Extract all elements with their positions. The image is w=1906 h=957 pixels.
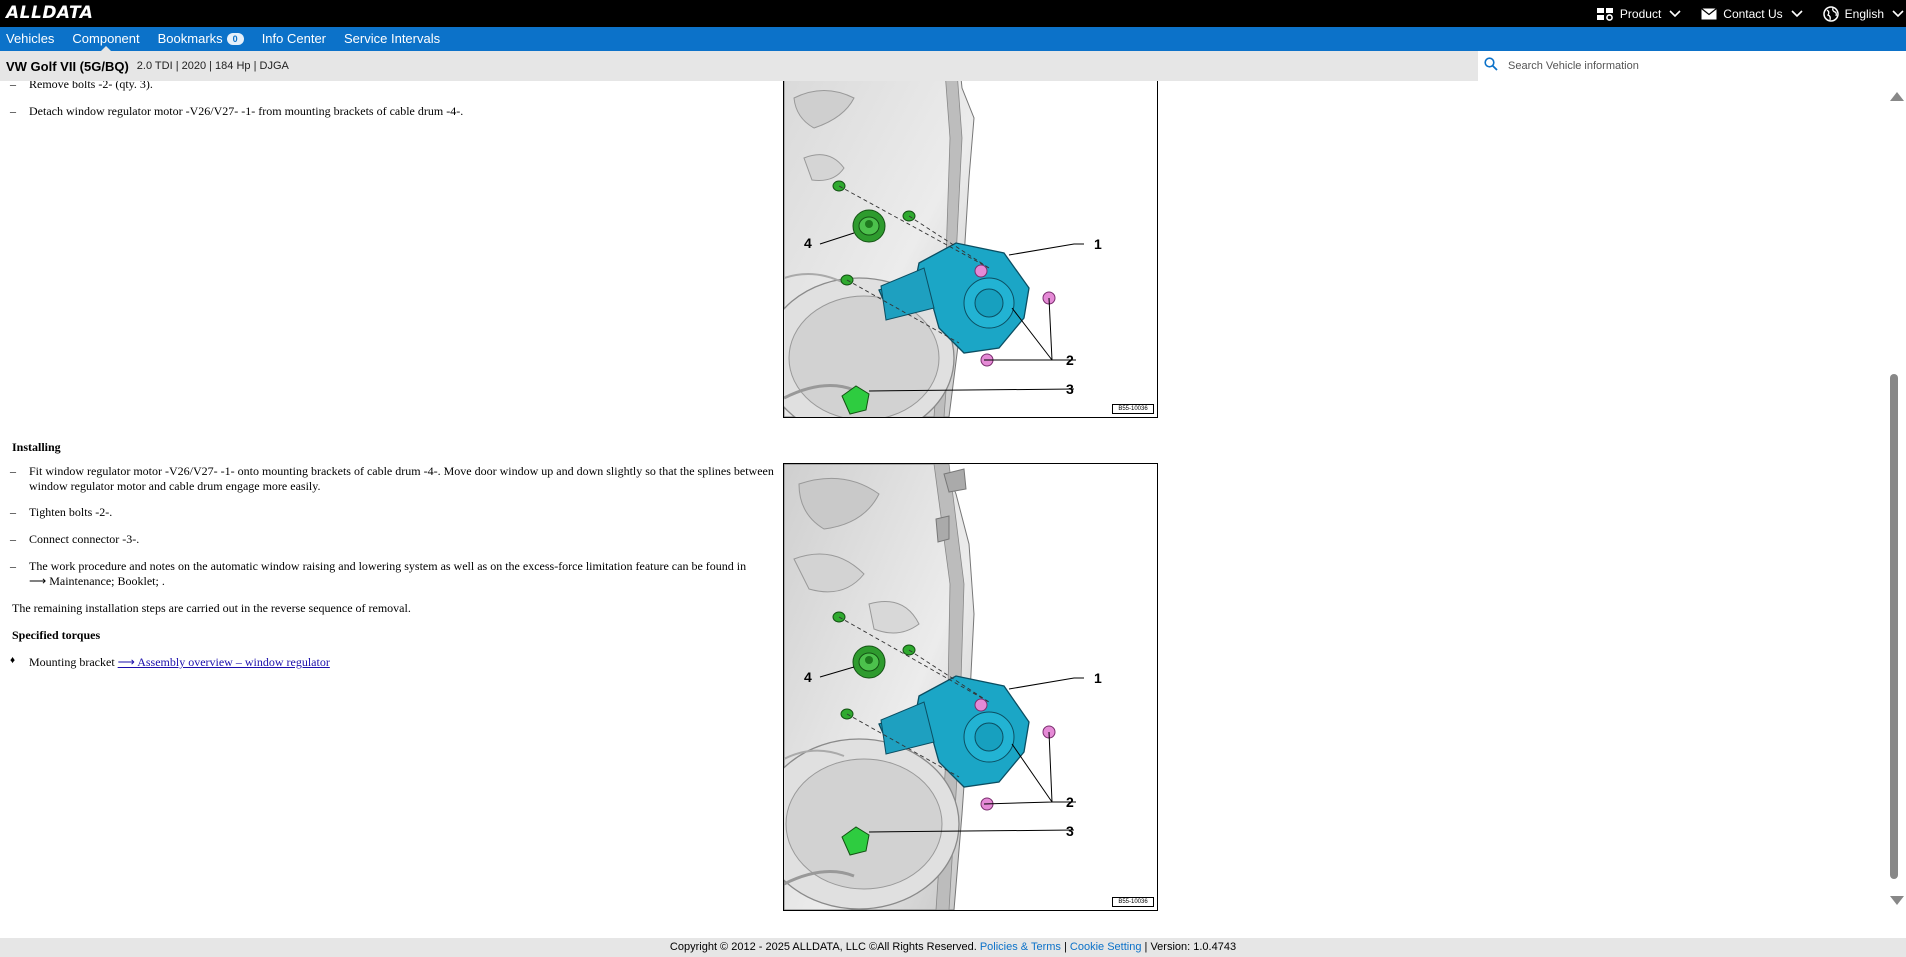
figure-code: B55-10036	[1112, 897, 1154, 907]
door-illustration: 1 2 3 4	[784, 464, 1102, 910]
installing-heading: Installing	[12, 440, 61, 454]
search-input[interactable]	[1506, 59, 1890, 73]
callout-1: 1	[1094, 236, 1102, 252]
nav-info-center[interactable]: Info Center	[261, 31, 327, 46]
version-text: Version: 1.0.4743	[1150, 941, 1237, 953]
mail-icon	[1701, 7, 1718, 20]
footer: Copyright © 2012 - 2025 ALLDATA, LLC ©Al…	[0, 938, 1906, 957]
callout-4: 4	[804, 235, 812, 251]
policies-terms-link[interactable]: Policies & Terms	[979, 941, 1061, 953]
globe-icon	[1822, 5, 1839, 22]
nav-vehicles[interactable]: Vehicles	[6, 31, 55, 46]
figure-window-regulator-installing: 1 2 3 4	[783, 463, 1158, 911]
vehicle-name[interactable]: VW Golf VII (5G/BQ)	[6, 58, 129, 74]
nav-service-intervals[interactable]: Service Intervals	[344, 31, 441, 46]
list-item: Fit window regulator motor -V26/V27- -1-…	[29, 464, 774, 493]
callout-2: 2	[1066, 352, 1074, 368]
callout-4: 4	[804, 669, 812, 685]
scroll-down-arrow-icon[interactable]	[1890, 896, 1904, 905]
search-icon[interactable]	[1478, 56, 1498, 76]
language-label: English	[1844, 6, 1884, 21]
cookie-setting-link[interactable]: Cookie Setting	[1069, 941, 1142, 953]
bullet-icon: ♦	[10, 655, 16, 666]
nav-bookmarks-label: Bookmarks	[157, 31, 223, 46]
language-menu[interactable]: English	[1822, 0, 1904, 27]
list-item: Connect connector -3-.	[29, 532, 140, 546]
list-dash: –	[10, 81, 16, 91]
bookmarks-count-badge: 0	[226, 33, 244, 45]
nav-component[interactable]: Component	[66, 27, 145, 51]
chevron-down-icon	[1791, 9, 1803, 18]
list-dash: –	[10, 464, 16, 478]
product-menu[interactable]: Product	[1596, 0, 1681, 27]
list-dash: –	[10, 505, 16, 519]
callout-3: 3	[1066, 381, 1074, 397]
vehicle-meta: 2.0 TDI | 2020 | 184 Hp | DJGA	[136, 60, 289, 72]
product-label: Product	[1619, 6, 1662, 21]
scroll-thumb[interactable]	[1890, 374, 1898, 879]
product-icon	[1596, 7, 1614, 21]
list-item: The work procedure and notes on the auto…	[29, 559, 747, 588]
contact-us-label: Contact Us	[1723, 6, 1783, 21]
top-header: ALLDATA Product Contact Us English	[0, 0, 1906, 27]
list-dash: –	[10, 532, 16, 546]
list-item: Detach window regulator motor -V26/V27- …	[29, 104, 464, 118]
alldata-logo[interactable]: ALLDATA	[6, 3, 94, 23]
content-scrollbar[interactable]	[1884, 88, 1906, 914]
list-item: Tighten bolts -2-.	[29, 505, 113, 519]
door-illustration: 1 2 3 4	[784, 81, 1102, 417]
callout-2: 2	[1066, 794, 1074, 810]
list-item: Remove bolts -2- (qty. 3).	[29, 81, 153, 91]
torque-item-label: Mounting bracket	[29, 655, 115, 669]
figure-window-regulator-removal: 1 2 3 4	[783, 81, 1158, 418]
list-dash: –	[10, 104, 16, 118]
scroll-up-arrow-icon[interactable]	[1890, 92, 1904, 101]
callout-1: 1	[1094, 670, 1102, 686]
chevron-down-icon	[1892, 9, 1904, 18]
remaining-steps-note: The remaining installation steps are car…	[12, 601, 411, 615]
figure-code: B55-10036	[1112, 404, 1154, 414]
contact-us-menu[interactable]: Contact Us	[1701, 0, 1803, 27]
specified-torques-heading: Specified torques	[12, 628, 101, 642]
chevron-down-icon	[1669, 9, 1681, 18]
document-content: – Remove bolts -2- (qty. 3). – Detach wi…	[0, 81, 1880, 938]
header-links: Product Contact Us English	[1596, 0, 1906, 27]
callout-3: 3	[1066, 823, 1074, 839]
vehicle-search	[1478, 51, 1906, 81]
vehicle-bar: VW Golf VII (5G/BQ) 2.0 TDI | 2020 | 184…	[0, 51, 1478, 81]
assembly-overview-link[interactable]: ⟶ Assembly overview – window regulator	[117, 655, 330, 669]
list-dash: –	[10, 559, 16, 573]
footer-separator: |	[1064, 941, 1067, 953]
footer-separator: |	[1144, 941, 1148, 953]
copyright-text: Copyright © 2012 - 2025 ALLDATA, LLC ©Al…	[669, 941, 977, 953]
torque-item: Mounting bracket ⟶ Assembly overview – w…	[29, 655, 777, 670]
